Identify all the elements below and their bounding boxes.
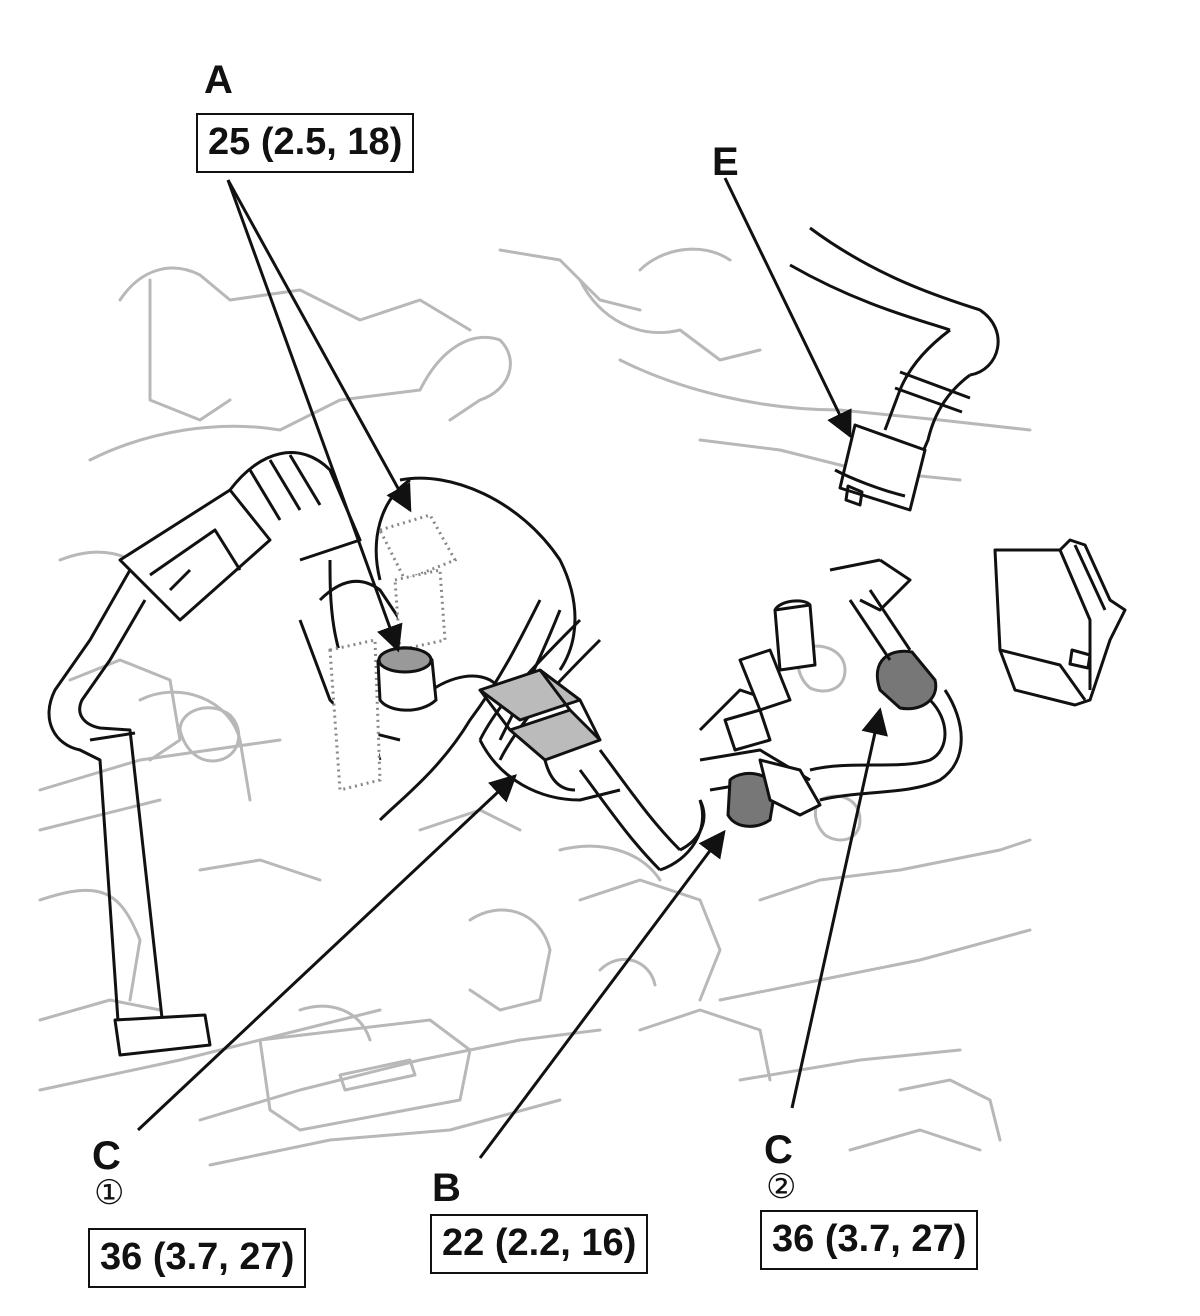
callout-c1-step: ① bbox=[94, 1173, 125, 1213]
callout-e-letter: E bbox=[712, 140, 739, 184]
bolt-a-dotted bbox=[328, 513, 458, 792]
retaining-clip bbox=[993, 538, 1127, 707]
callout-b-torque: 22 (2.2, 16) bbox=[430, 1214, 649, 1274]
arrow-e bbox=[723, 177, 852, 439]
left-hose bbox=[47, 451, 362, 1057]
callout-c2-torque: 36 (3.7, 27) bbox=[760, 1210, 979, 1270]
fuel-pipe-c2 bbox=[809, 558, 963, 802]
callout-c1-torque: 36 (3.7, 27) bbox=[88, 1228, 307, 1288]
fuel-pipe-c1 bbox=[378, 599, 706, 872]
callout-c2-letter: C bbox=[764, 1128, 793, 1172]
hose-e bbox=[789, 226, 1000, 512]
arrow-c1 bbox=[136, 774, 517, 1132]
leader-arrows bbox=[136, 177, 888, 1159]
arrow-a-to-lower-bolt bbox=[226, 179, 403, 653]
callout-a-letter: A bbox=[204, 58, 233, 102]
arrow-c2 bbox=[790, 707, 888, 1109]
arrow-a-to-upper-bolt bbox=[226, 179, 412, 513]
high-pressure-pump bbox=[298, 476, 621, 802]
fuel-pipe-b bbox=[698, 599, 822, 828]
callout-c1-letter: C bbox=[92, 1134, 121, 1178]
arrow-b bbox=[478, 829, 726, 1159]
engine-bay-background bbox=[38, 247, 1032, 1167]
callout-c2-step: ② bbox=[766, 1167, 797, 1207]
callout-a-torque: 25 (2.5, 18) bbox=[196, 113, 415, 173]
bolt-a bbox=[376, 646, 438, 712]
callout-b-letter: B bbox=[432, 1166, 461, 1210]
